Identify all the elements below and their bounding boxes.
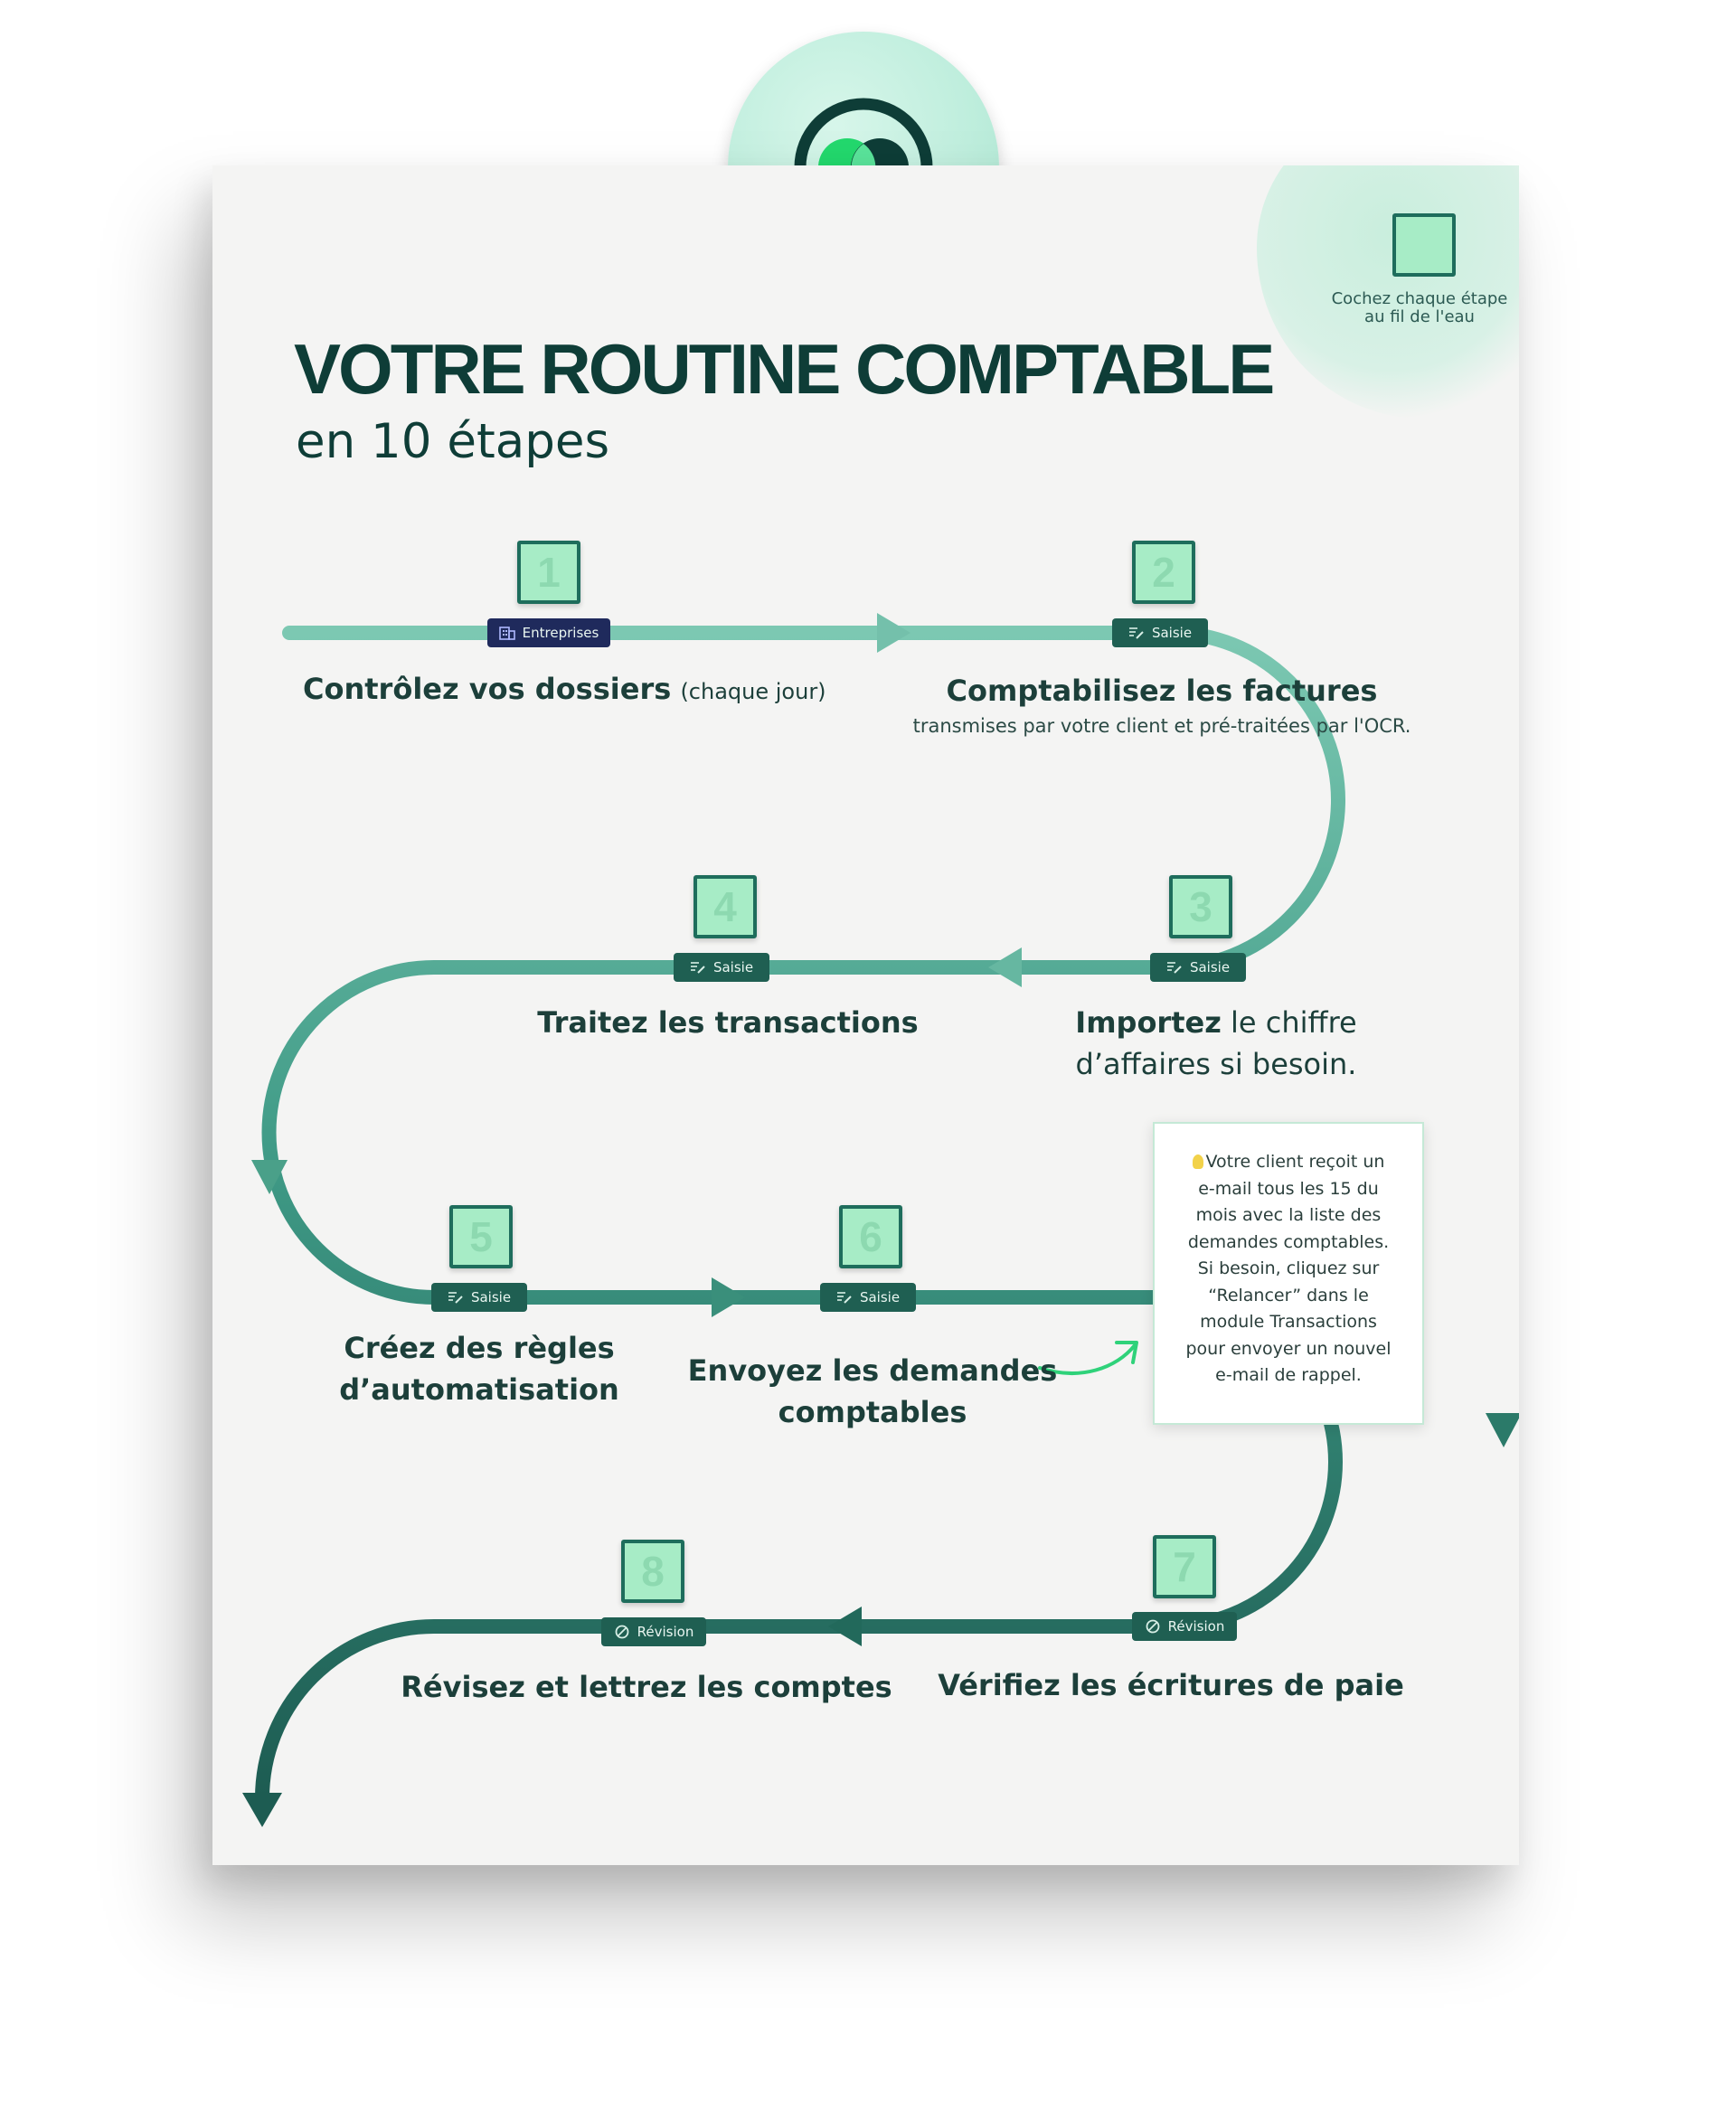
arrow-down-right-curve	[1486, 1413, 1519, 1447]
tag-label: Révision	[1167, 1618, 1225, 1635]
edit-icon	[1128, 627, 1144, 639]
checkbox-hint-line1: Cochez chaque étape	[1331, 289, 1508, 308]
tag-revision: Révision	[1132, 1612, 1237, 1641]
tip-line: mois avec la liste des	[1195, 1205, 1382, 1225]
tip-line: e-mail de rappel.	[1215, 1365, 1362, 1385]
step-6-checkbox[interactable]: 6	[839, 1205, 902, 1268]
tip-line: “Relancer” dans le	[1208, 1285, 1369, 1305]
step-8-label: Révisez et lettrez les comptes	[393, 1666, 900, 1708]
step-1-note: (chaque jour)	[680, 679, 826, 704]
edit-icon	[448, 1292, 463, 1304]
tag-label: Saisie	[1189, 959, 1231, 975]
tip-card: Votre client reçoit un e-mail tous les 1…	[1153, 1122, 1424, 1425]
step-7-label: Vérifiez les écritures de paie	[936, 1664, 1406, 1706]
step-4-label: Traitez les transactions	[520, 1002, 936, 1043]
tag-revision: Révision	[601, 1617, 706, 1646]
tag-label: Entreprises	[522, 625, 599, 641]
edit-icon	[1166, 962, 1182, 974]
edit-icon	[836, 1292, 852, 1304]
check-step-checkbox[interactable]	[1392, 213, 1456, 277]
step-3-title: Importez	[1075, 1005, 1222, 1040]
step-3-line2: d’affaires si besoin.	[1075, 1047, 1357, 1081]
arrow-down-left-curve	[251, 1160, 288, 1194]
step-6-line2: comptables	[778, 1395, 967, 1429]
page-title: VOTRE ROUTINE COMPTABLE	[294, 329, 1275, 409]
arrow-left-row4	[828, 1607, 862, 1646]
step-5-line2: d’automatisation	[339, 1372, 619, 1407]
tag-saisie: Saisie	[1112, 618, 1208, 647]
arrow-right-row3	[712, 1277, 745, 1317]
step-1-title: Contrôlez vos dossiers	[303, 672, 672, 706]
checkbox-hint-line2: au fil de l'eau	[1364, 307, 1475, 326]
step-7-checkbox[interactable]: 7	[1153, 1535, 1216, 1598]
step-2-sublabel: transmises par votre client et pré-trait…	[912, 715, 1411, 737]
page-subtitle: en 10 étapes	[296, 414, 610, 469]
step-5-checkbox[interactable]: 5	[449, 1205, 513, 1268]
tag-label: Saisie	[859, 1289, 901, 1305]
step-7-title: Vérifiez les écritures de paie	[938, 1668, 1404, 1702]
tag-label: Saisie	[1151, 625, 1193, 641]
tip-line: demandes comptables.	[1187, 1231, 1390, 1252]
tag-label: Révision	[637, 1624, 694, 1640]
tag-entreprises: Entreprises	[487, 618, 610, 647]
lightbulb-icon	[1192, 1154, 1203, 1169]
tag-saisie: Saisie	[431, 1283, 527, 1312]
step-3-checkbox[interactable]: 3	[1169, 875, 1232, 938]
building-icon	[498, 627, 515, 640]
step-6-label: Envoyez les demandes comptables	[683, 1350, 1062, 1433]
tip-line: Votre client reçoit un	[1205, 1152, 1385, 1172]
step-5-label: Créez des règles d’automatisation	[321, 1327, 637, 1410]
tag-saisie: Saisie	[674, 953, 769, 982]
revision-icon	[1146, 1619, 1160, 1634]
step-1-checkbox[interactable]: 1	[517, 541, 580, 604]
tag-saisie: Saisie	[820, 1283, 916, 1312]
tag-saisie: Saisie	[1150, 953, 1246, 982]
step-3-label: Importez le chiffre d’affaires si besoin…	[1026, 1002, 1406, 1085]
arrow-down-end	[242, 1793, 282, 1827]
step-8-checkbox[interactable]: 8	[621, 1540, 684, 1603]
step-6-line1: Envoyez les demandes	[687, 1353, 1058, 1388]
tip-line: Si besoin, cliquez sur	[1197, 1258, 1380, 1278]
arrow-left-row2	[988, 947, 1022, 987]
step-2-title: Comptabilisez les factures	[946, 674, 1378, 708]
step-8-title: Révisez et lettrez les comptes	[401, 1670, 892, 1704]
tip-pointer-arrow	[1038, 1343, 1137, 1375]
tag-label: Saisie	[712, 959, 754, 975]
tip-line: module Transactions	[1200, 1312, 1377, 1332]
checkbox-hint: Cochez chaque étape au fil de l'eau	[1302, 290, 1519, 326]
step-4-title: Traitez les transactions	[537, 1005, 919, 1040]
step-5-line1: Créez des règles	[344, 1331, 615, 1365]
revision-icon	[615, 1625, 629, 1639]
step-4-checkbox[interactable]: 4	[693, 875, 757, 938]
tip-line: pour envoyer un nouvel	[1185, 1338, 1392, 1359]
step-2-checkbox[interactable]: 2	[1132, 541, 1195, 604]
tip-line: e-mail tous les 15 du	[1198, 1178, 1379, 1199]
step-1-label: Contrôlez vos dossiers (chaque jour)	[303, 668, 826, 712]
arrow-right-row1	[877, 613, 910, 653]
edit-icon	[690, 962, 705, 974]
step-3-title-rest: le chiffre	[1231, 1005, 1357, 1040]
tag-label: Saisie	[470, 1289, 512, 1305]
routine-poster: Cochez chaque étape au fil de l'eau VOTR…	[212, 165, 1519, 1865]
step-2-label: Comptabilisez les factures	[927, 670, 1397, 712]
